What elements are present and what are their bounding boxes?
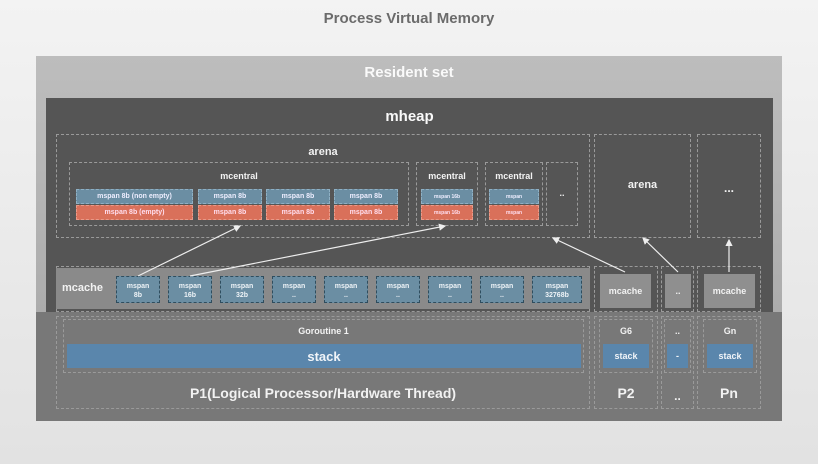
mcache-mspan-name: mspan bbox=[334, 283, 358, 290]
mcache-mspan: mspan.. bbox=[376, 276, 420, 303]
mspan-empty: mspan bbox=[489, 205, 539, 220]
mcache-mspan-size: 8b bbox=[133, 292, 143, 299]
arena-more-box bbox=[697, 134, 761, 238]
mcache-mspan-name: mspan bbox=[438, 283, 462, 290]
mspan-non-empty: mspan 16b bbox=[421, 189, 473, 204]
mcentral-box bbox=[485, 162, 543, 226]
mspan-non-empty: mspan 8b bbox=[334, 189, 398, 204]
mspan-empty: mspan 8b bbox=[198, 205, 262, 220]
mcache-mspan-size: 32b bbox=[235, 292, 249, 299]
mcache-label: mcache bbox=[62, 282, 103, 294]
arena-main-label: arena bbox=[308, 146, 338, 158]
mcentral-label: mcentral bbox=[220, 171, 258, 181]
mspan-non-empty: mspan 8b bbox=[266, 189, 330, 204]
mspan-non-empty: mspan 8b bbox=[198, 189, 262, 204]
mcache-mspan: mspan.. bbox=[480, 276, 524, 303]
pn-label: Pn bbox=[720, 385, 738, 401]
mcache-mspan: mspan 32b bbox=[220, 276, 264, 303]
mcache-mspan: mspan 32768b bbox=[532, 276, 582, 303]
p2-box bbox=[594, 316, 658, 409]
mcentral-more-label: .. bbox=[559, 188, 565, 198]
mcache-mspan: mspan.. bbox=[324, 276, 368, 303]
arena-more-label: ... bbox=[723, 181, 734, 195]
mcache-mspan-name: mspan bbox=[178, 283, 202, 290]
mcache-mspan: mspan 16b bbox=[168, 276, 212, 303]
mcache-pdots: .. bbox=[665, 274, 691, 308]
mcache-mspan-size: .. bbox=[448, 292, 452, 299]
mcache-mspan-name: mspan bbox=[490, 283, 514, 290]
mcentral-more-box bbox=[546, 162, 578, 226]
mspan-empty: mspan 8b bbox=[334, 205, 398, 220]
mspan-empty: mspan 8b (empty) bbox=[76, 205, 193, 220]
pn-box bbox=[697, 316, 761, 409]
mcache-mspan-name: mspan bbox=[386, 283, 410, 290]
mspan-empty: mspan 8b bbox=[266, 205, 330, 220]
gdots-box bbox=[664, 319, 691, 373]
pdots-box bbox=[661, 316, 694, 409]
gn-box bbox=[703, 319, 757, 373]
mcache-mspan-size: .. bbox=[396, 292, 400, 299]
mcache-mspan-size: .. bbox=[344, 292, 348, 299]
arena-label: arena bbox=[627, 179, 658, 191]
mcache-pn: mcache bbox=[704, 274, 755, 308]
mcache-mspan-size: 32768b bbox=[545, 292, 569, 299]
mspan-non-empty: mspan bbox=[489, 189, 539, 204]
goroutine-1-label: Goroutine 1 bbox=[298, 326, 349, 336]
mcache-mspan-size: 16b bbox=[183, 292, 197, 299]
mcache-mspan-name: mspan bbox=[282, 283, 306, 290]
mcache-p2-outline bbox=[594, 266, 658, 312]
mcache-mspan: mspan.. bbox=[272, 276, 316, 303]
stack-bar: - bbox=[667, 344, 688, 368]
mcache-mspan-size: .. bbox=[292, 292, 296, 299]
mcentral-label: mcentral bbox=[495, 171, 533, 181]
mcache-p2: mcache bbox=[600, 274, 651, 308]
mcache-mspan-name: mspan bbox=[545, 283, 569, 290]
mcache-mspan: mspan 8b bbox=[116, 276, 160, 303]
stack-bar: stack bbox=[707, 344, 753, 368]
mcache-mspan-name: mspan bbox=[126, 283, 150, 290]
mspan-empty: mspan 16b bbox=[421, 205, 473, 220]
mcache-mspan-name: mspan bbox=[230, 283, 254, 290]
g6-label: G6 bbox=[619, 326, 632, 336]
stack-bar: stack bbox=[603, 344, 649, 368]
mheap-label: mheap bbox=[385, 108, 434, 125]
p1-box bbox=[56, 316, 590, 409]
mspan-non-empty: mspan 8b (non empty) bbox=[76, 189, 193, 204]
resident-set-label: Resident set bbox=[364, 64, 454, 81]
gn-label: Gn bbox=[723, 326, 737, 336]
mcache-mspan: mspan.. bbox=[428, 276, 472, 303]
gdots-label: .. bbox=[674, 326, 680, 336]
goroutine-1-box bbox=[63, 319, 584, 373]
pdots-label: .. bbox=[674, 389, 681, 403]
mcentral-box bbox=[416, 162, 478, 226]
p1-label: P1(Logical Processor/Hardware Thread) bbox=[189, 385, 457, 401]
p2-label: P2 bbox=[617, 385, 635, 401]
g6-box bbox=[599, 319, 653, 373]
stack-bar: stack bbox=[67, 344, 581, 368]
process-virtual-memory-title: Process Virtual Memory bbox=[323, 10, 495, 27]
mcentral-label: mcentral bbox=[428, 171, 466, 181]
mcache-mspan-size: .. bbox=[500, 292, 504, 299]
